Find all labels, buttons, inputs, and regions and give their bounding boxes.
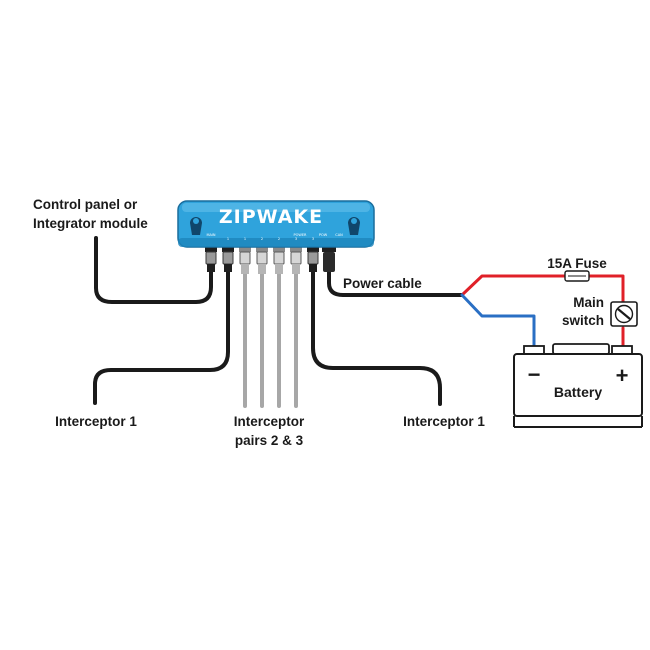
battery-minus: −: [528, 362, 541, 387]
port-label: 3: [295, 237, 297, 241]
zipwake-control-unit: ZIPWAKE MAIN 1 1 2 2 3 3 POWER POW CAN: [177, 200, 375, 248]
main-switch-label-line2: switch: [562, 313, 604, 328]
interceptor-right-cable: [311, 270, 442, 406]
port-label: MAIN: [206, 233, 215, 237]
battery-plus: +: [616, 363, 629, 388]
connector-interceptor-2b: [256, 244, 268, 274]
port-label: 1: [244, 237, 246, 241]
port-label: 2: [278, 237, 280, 241]
brand-logo: ZIPWAKE: [219, 206, 323, 228]
black-cables: [93, 236, 464, 406]
port-labels: MAIN 1 1 2 2 3 3 POWER POW CAN: [206, 233, 343, 241]
port-label: 3: [312, 237, 314, 241]
interceptor-pairs-label-line2: pairs 2 & 3: [235, 433, 304, 448]
main-switch-symbol: [610, 301, 638, 327]
control-panel-label-line1: Control panel or: [33, 197, 138, 212]
control-panel-label-line2: Integrator module: [33, 216, 148, 231]
connector-interceptor-1b: [307, 244, 319, 272]
battery-label: Battery: [554, 384, 602, 400]
mounting-hole-icon: [190, 217, 202, 235]
connector-main: [205, 244, 217, 272]
interceptor-left-cable: [93, 270, 230, 405]
port-label: 2: [261, 237, 263, 241]
grey-cables: [243, 272, 298, 408]
interceptor-right-label: Interceptor 1: [403, 414, 485, 429]
connector-power: [322, 244, 336, 272]
power-cable-label: Power cable: [343, 276, 422, 291]
connector-interceptor-1a: [222, 244, 234, 272]
battery: − + Battery: [513, 343, 643, 428]
port-label: CAN: [335, 233, 343, 237]
connectors: [205, 244, 336, 274]
port-label: POWER: [294, 233, 308, 237]
main-switch-label-line1: Main: [573, 295, 604, 310]
connector-interceptor-3a: [273, 244, 285, 274]
interceptor-left-label: Interceptor 1: [55, 414, 137, 429]
control-panel-cable: [94, 236, 213, 304]
power-cable: [327, 270, 464, 297]
fuse-label: 15A Fuse: [547, 256, 607, 271]
mounting-hole-icon: [348, 217, 360, 235]
fuse-symbol: [564, 270, 590, 282]
port-label: 1: [227, 237, 229, 241]
interceptor-pairs-label-line1: Interceptor: [234, 414, 305, 429]
connector-interceptor-2a: [239, 244, 251, 274]
connector-interceptor-3b: [290, 244, 302, 274]
blue-wire: [460, 293, 536, 354]
port-label: POW: [319, 233, 328, 237]
